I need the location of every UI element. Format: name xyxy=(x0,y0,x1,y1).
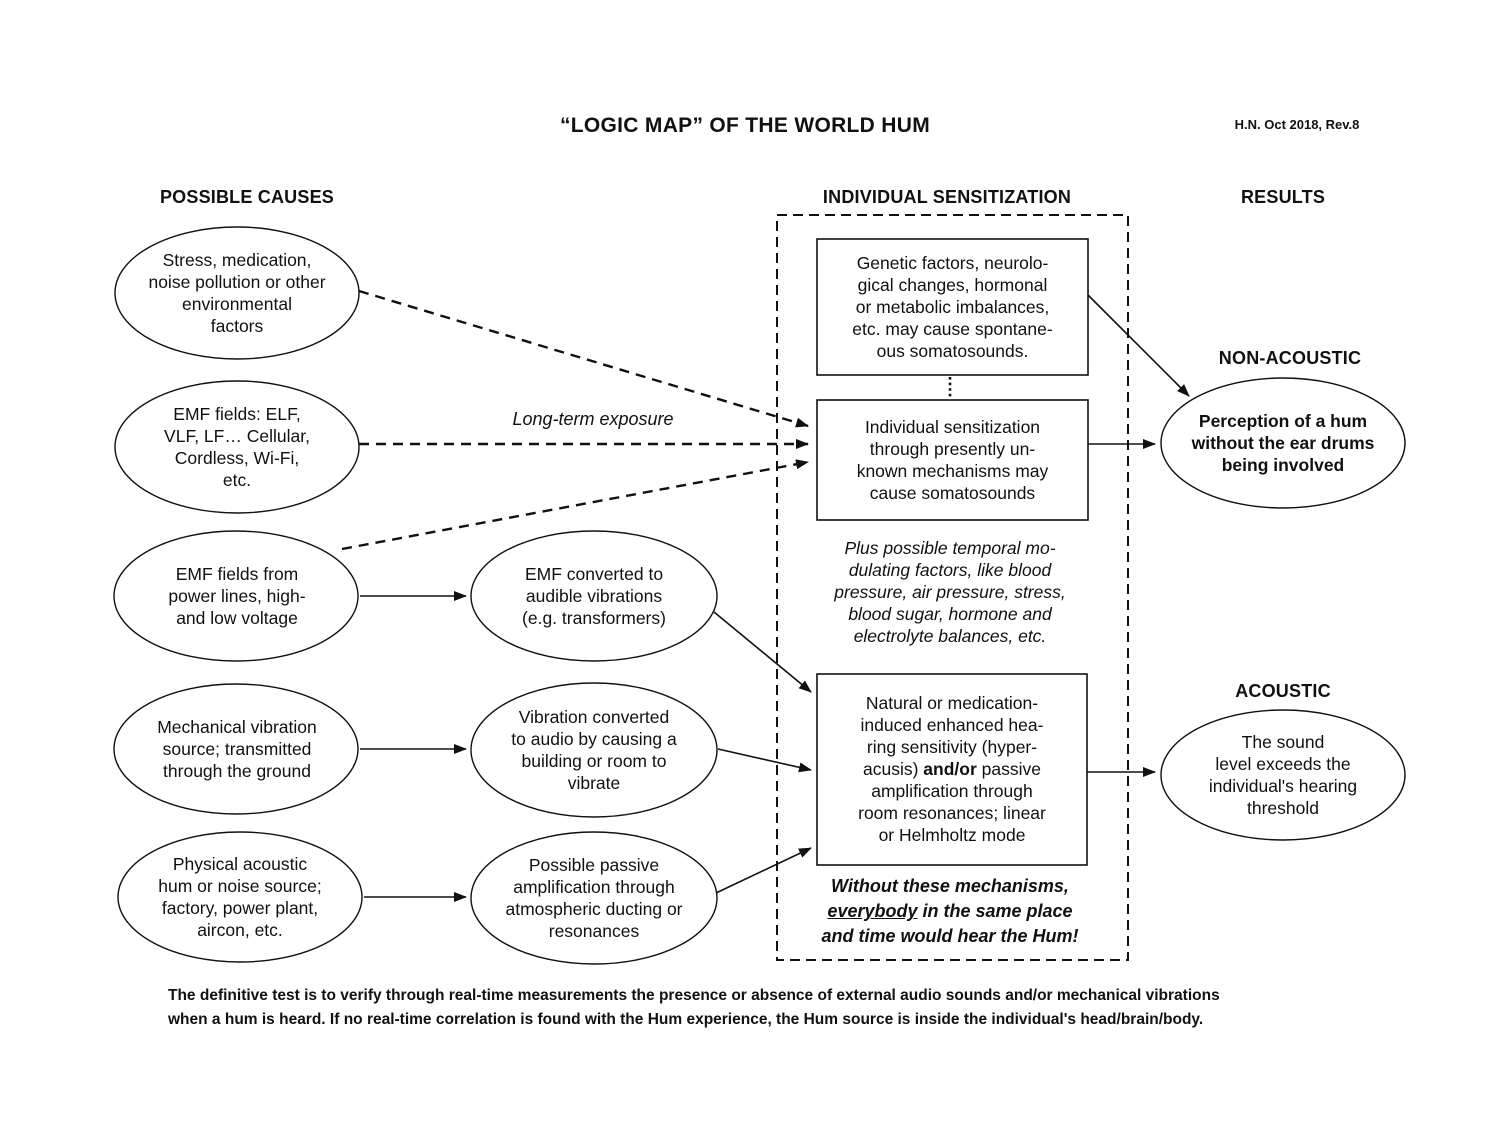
arrow-emf-converted-to-hearing-box xyxy=(713,611,812,693)
converter-ellipses xyxy=(470,530,718,965)
without-note-part1: Without these mechanisms, xyxy=(831,876,1069,896)
acoustic-ellipse-text: The sound level exceeds the individual's… xyxy=(1208,732,1358,818)
without-note-everybody: everybody xyxy=(827,901,918,921)
solid-arrows xyxy=(360,294,1190,902)
ellipse-vibration-converted xyxy=(470,682,718,818)
ellipse-non-acoustic-result xyxy=(1160,377,1406,509)
individual-sensitization-box-text: Individual sensitization through present… xyxy=(856,417,1049,503)
converter-passive-label: Possible passive amplification through a… xyxy=(505,855,683,941)
ellipse-emf-powerlines xyxy=(113,530,359,662)
cause-physical-acoustic-label: Physical acoustic hum or noise source; f… xyxy=(158,854,322,940)
ellipse-emf-fields xyxy=(114,380,360,514)
genetic-factors-box-text: Genetic factors, neurolo- gical changes,… xyxy=(852,253,1053,361)
without-note-part2: in the same place and time would hear th… xyxy=(821,901,1079,946)
sensitization-boxes xyxy=(816,238,1089,866)
revision-label: H.N. Oct 2018, Rev.8 xyxy=(1234,117,1360,132)
column-header-individual-sensitization: INDIVIDUAL SENSITIZATION xyxy=(822,187,1072,207)
box-genetic-factors xyxy=(816,238,1089,376)
arrow-genetic-to-non-acoustic xyxy=(1087,294,1190,397)
non-acoustic-label: NON-ACOUSTIC xyxy=(1218,348,1362,368)
box-individual-sensitization xyxy=(816,399,1089,521)
ellipse-passive-amplification xyxy=(470,831,718,965)
arrow-stress-to-sensitization xyxy=(358,289,809,428)
ellipse-mechanical-vibration xyxy=(113,683,359,815)
cause-mechanical-label: Mechanical vibration source; transmitted… xyxy=(157,717,317,781)
non-acoustic-ellipse-text: Perception of a hum without the ear drum… xyxy=(1191,411,1375,475)
ellipse-stress xyxy=(114,226,360,360)
page-title: “LOGIC MAP” OF THE WORLD HUM xyxy=(559,114,931,137)
hearing-text-andor: and/or xyxy=(923,759,977,779)
cause-emf-powerlines-label: EMF fields from power lines, high- and l… xyxy=(168,564,306,628)
column-header-results: RESULTS xyxy=(1240,187,1326,207)
arrow-passive-amplification-to-hearing-box xyxy=(715,847,812,894)
temporal-modulating-note: Plus possible temporal mo- dulating fact… xyxy=(834,538,1066,646)
result-ellipses xyxy=(1160,377,1406,841)
acoustic-label: ACOUSTIC xyxy=(1235,681,1331,701)
converter-vibration-label: Vibration converted to audio by causing … xyxy=(511,707,677,793)
arrow-vibration-converted-to-hearing-box xyxy=(717,748,812,773)
cause-ellipses xyxy=(113,226,363,963)
hearing-text-part2: passive amplification through room reson… xyxy=(858,759,1046,845)
hearing-text-part1: Natural or medication- induced enhanced … xyxy=(860,693,1044,779)
dashed-arrows xyxy=(341,289,809,551)
ellipse-acoustic-result xyxy=(1160,709,1406,841)
arrow-powerlines-to-sensitization xyxy=(341,459,809,551)
hearing-sensitivity-box-text: Natural or medication- induced enhanced … xyxy=(817,692,1087,846)
cause-stress-label: Stress, medication, noise pollution or o… xyxy=(148,250,326,336)
column-header-possible-causes: POSSIBLE CAUSES xyxy=(159,187,335,207)
converter-emf-label: EMF converted to audible vibrations (e.g… xyxy=(522,564,666,628)
ellipse-emf-converted xyxy=(470,530,718,662)
cause-emf-fields-label: EMF fields: ELF, VLF, LF… Cellular, Cord… xyxy=(164,404,310,490)
without-mechanisms-note: Without these mechanisms, everybody in t… xyxy=(790,874,1110,949)
ellipse-physical-acoustic xyxy=(117,831,363,963)
sensitization-dashed-region xyxy=(776,214,1129,961)
definitive-test-footnote: The definitive test is to verify through… xyxy=(168,987,1220,1028)
box-hearing-sensitivity xyxy=(816,673,1088,866)
long-term-exposure-label: Long-term exposure xyxy=(512,409,674,429)
